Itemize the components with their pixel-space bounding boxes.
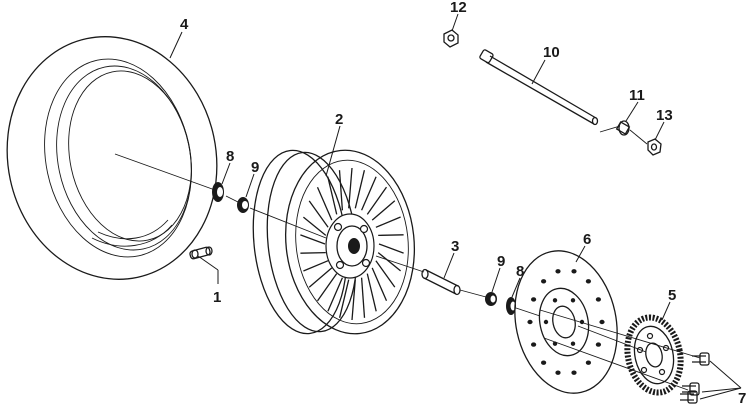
rim-vane	[375, 216, 401, 228]
rim-vanes	[300, 167, 404, 321]
disc-hole	[541, 360, 547, 365]
rim-vane	[375, 260, 396, 288]
rim-vane	[303, 260, 329, 272]
axle	[479, 49, 599, 126]
rim-vane	[300, 251, 326, 254]
callout-sensor-ring: 5	[668, 287, 676, 304]
callout-tire: 4	[180, 16, 189, 33]
callout-nut-right: 13	[656, 107, 673, 124]
rim-vane	[302, 216, 327, 236]
leader-lines	[169, 13, 742, 400]
disc-hole	[527, 319, 533, 325]
callout-seal-left: 9	[251, 159, 259, 176]
disc-hole	[595, 342, 602, 347]
disc-hole	[571, 269, 577, 274]
disc-hole	[555, 269, 561, 274]
rim-vane	[327, 277, 343, 312]
spacer	[421, 268, 461, 296]
bearing-right	[506, 297, 516, 315]
rim-vane	[351, 279, 356, 321]
bearing-left	[212, 182, 224, 202]
brake-disc	[514, 250, 618, 394]
disc-hole	[555, 370, 561, 375]
rim-vane	[338, 170, 344, 211]
bolts	[680, 352, 710, 404]
disc-hole	[599, 319, 605, 325]
disc-hole	[585, 279, 592, 284]
callout-bolts: 7	[738, 390, 746, 407]
rim-vane	[348, 167, 353, 209]
rim-vane	[371, 200, 396, 221]
rim-vane	[338, 279, 350, 318]
washer	[615, 120, 631, 136]
disc-hole	[531, 297, 537, 302]
rim-vane	[366, 273, 377, 312]
callout-washer: 11	[629, 87, 645, 104]
seal-right	[485, 292, 497, 306]
valve-stem	[189, 246, 213, 260]
callout-brake-disc: 6	[583, 231, 591, 248]
rim-vane	[316, 186, 333, 221]
rim-vane	[371, 267, 388, 302]
disc-hole	[595, 297, 602, 302]
callout-axle: 10	[543, 44, 560, 61]
callout-seal-right: 9	[497, 253, 505, 270]
rim-vane	[327, 176, 338, 215]
rim-vane	[361, 176, 377, 211]
rim-vane	[354, 170, 366, 209]
disc-holes	[527, 269, 605, 375]
nut-right	[647, 138, 662, 156]
rim-vane	[308, 267, 333, 288]
nut-top	[443, 29, 459, 48]
rim	[252, 149, 416, 335]
disc-bolt-hole	[543, 319, 549, 325]
rim-vane	[360, 277, 366, 318]
rim-vane	[366, 186, 388, 215]
disc-bolt-hole	[570, 341, 576, 346]
rim-vane	[316, 273, 338, 302]
callout-bearing-left: 8	[226, 148, 234, 165]
callout-bearing-right: 8	[516, 263, 524, 280]
tire	[6, 36, 218, 280]
disc-hole	[571, 370, 577, 375]
rim-vane	[378, 243, 404, 254]
callout-nut-top: 12	[450, 0, 467, 16]
rim-vane	[377, 252, 402, 272]
sensor-ring	[624, 314, 684, 396]
disc-hole	[531, 342, 537, 347]
callout-valve: 1	[213, 289, 221, 306]
assembly-lines	[114, 125, 701, 391]
rim-vane	[300, 234, 326, 245]
callout-labels: 4 1 2 8 9 3 9 8 6 5 7 10 12 11 13	[180, 0, 746, 407]
callout-spacer: 3	[451, 238, 459, 255]
rim-vane	[308, 200, 329, 228]
disc-bolt-hole	[570, 298, 576, 303]
callout-rim: 2	[335, 111, 343, 128]
disc-bolt-hole	[552, 298, 558, 303]
disc-hole	[541, 279, 547, 284]
rim-vane	[378, 234, 404, 237]
seal-left	[237, 197, 249, 213]
disc-hole	[585, 360, 592, 365]
